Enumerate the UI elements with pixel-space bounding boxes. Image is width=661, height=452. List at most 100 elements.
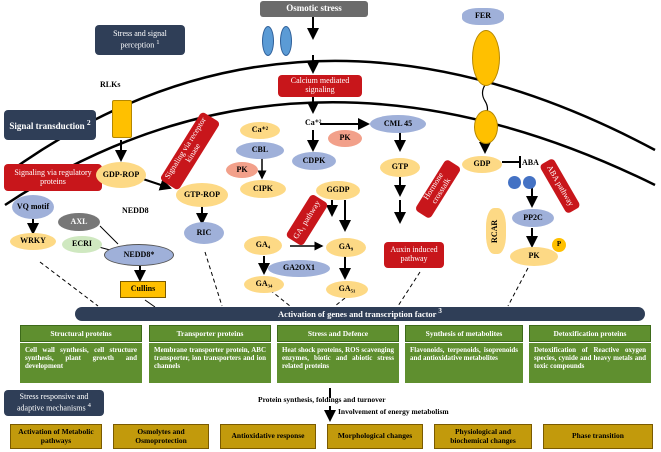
- category-desc-transporter: Membrane transporter protein, ABC transp…: [149, 343, 271, 383]
- ca2-top-text: Ca⁺²: [305, 118, 322, 127]
- osmotic-stress-label: Osmotic stress: [260, 1, 368, 17]
- signal-transduction-sup: 2: [86, 117, 91, 127]
- gdp-rop-node: GDP-ROP: [96, 162, 146, 188]
- phosphate-node: P: [552, 238, 566, 252]
- signal-transduction: Signal transduction 2: [4, 110, 96, 140]
- ga34-text: GA₃₄: [255, 279, 273, 289]
- energy-metabolism-text: Involvement of energy metabolism: [338, 407, 449, 416]
- outcome-osmolytes: Osmolytes and Osmoprotection: [113, 424, 209, 449]
- outcome-text: Physiological and biochemical changes: [450, 427, 516, 445]
- category-title-transporter: Transporter proteins: [149, 325, 271, 342]
- outcome-morphological: Morphological changes: [327, 424, 423, 449]
- nedd8-text: NEDD8*: [123, 249, 155, 259]
- cipk-text: CIPK: [253, 183, 273, 193]
- nedd8-top-text: NEDD8: [122, 206, 149, 215]
- ca2-left-node: Ca⁺²: [240, 122, 280, 139]
- activation-sup: 3: [438, 307, 442, 316]
- category-desc-text: Flavonoids, terpenoids, isoprenoids and …: [410, 346, 518, 363]
- ga4-text: GA₄: [255, 240, 271, 250]
- gdp-right-text: GDP: [473, 159, 491, 169]
- category-title-text: Detoxification proteins: [553, 329, 627, 338]
- outcome-antioxidative: Antioxidative response: [220, 424, 316, 449]
- category-desc-stress-defence: Heat shock proteins, ROS scavenging enzy…: [277, 343, 399, 383]
- aba-label: ABA: [522, 158, 539, 167]
- outcome-phase-transition: Phase transition: [543, 424, 653, 449]
- category-title-text: Stress and Defence: [307, 329, 369, 338]
- auxin-text: Auxin induced pathway: [390, 245, 438, 263]
- cullins-text: Cullins: [130, 284, 156, 294]
- osmotic-stress-text: Osmotic stress: [286, 3, 342, 14]
- category-title-stress-defence: Stress and Defence: [277, 325, 399, 342]
- rlks-label: RLKs: [100, 80, 120, 89]
- ga2ox1-text: GA2OX1: [283, 263, 315, 273]
- protein-synthesis-text: Protein synthesis, foldings and turnover: [258, 395, 386, 404]
- vq-motif-node: VQ motif: [12, 195, 54, 219]
- signal-transduction-text: Signal transduction: [9, 120, 85, 131]
- category-title-detoxification: Detoxification proteins: [529, 325, 651, 342]
- ga2ox1-node: GA2OX1: [268, 260, 330, 277]
- outcome-text: Antioxidative response: [231, 431, 305, 441]
- outcome-text: Osmolytes and Osmoprotection: [135, 427, 187, 445]
- ggdp-text: GGDP: [326, 185, 350, 195]
- rcar-node: RCAR: [486, 208, 506, 254]
- pk-right-text: PK: [528, 251, 540, 261]
- axl-node: AXL: [58, 213, 100, 231]
- category-desc-text: Detoxification of Reactive oxygen specie…: [534, 346, 646, 371]
- outcome-physiological: Physiological and biochemical changes: [434, 424, 532, 449]
- outcome-text: Morphological changes: [337, 431, 413, 441]
- pk-left-node: PK: [226, 162, 258, 178]
- pk-mid-node: PK: [328, 130, 362, 147]
- outcome-text: Phase transition: [572, 431, 624, 441]
- cullins-box: Cullins: [120, 281, 166, 298]
- outcome-metabolic-pathways: Activation of Metabolic pathways: [10, 424, 102, 449]
- fer-node: FER: [462, 8, 504, 25]
- wrky-text: WRKY: [20, 236, 46, 246]
- cdpk-text: CDPK: [302, 155, 326, 165]
- cml45-node: CML 45: [370, 115, 426, 133]
- phosphate-text: P: [556, 240, 562, 249]
- cdpk-node: CDPK: [292, 152, 336, 170]
- category-desc-structural: Cell wall synthesis, cell structure synt…: [20, 343, 142, 383]
- pp2c-text: PP2C: [523, 212, 543, 222]
- category-desc-text: Membrane transporter protein, ABC transp…: [154, 346, 266, 371]
- cipk-node: CIPK: [240, 180, 286, 198]
- ric-node: RIC: [184, 222, 224, 244]
- activation-text: Activation of genes and transcription fa…: [278, 309, 437, 320]
- signaling-regulatory-text: Signaling via regulatory proteins: [14, 167, 92, 186]
- ga4-node: GA₄: [244, 236, 282, 255]
- category-title-text: Synthesis of metabolites: [425, 329, 503, 338]
- category-desc-text: Cell wall synthesis, cell structure synt…: [25, 346, 137, 371]
- adaptive-sup: 4: [87, 401, 91, 409]
- energy-metabolism-label: Involvement of energy metabolism: [338, 407, 449, 416]
- category-title-structural: Structural proteins: [20, 325, 142, 342]
- gdp-right-node: GDP: [462, 156, 502, 173]
- ecr1-text: ECRI: [71, 239, 92, 249]
- rlk-receptor: [112, 100, 132, 138]
- protein-synthesis-label: Protein synthesis, foldings and turnover: [258, 395, 386, 404]
- rcar-text: RCAR: [490, 219, 500, 243]
- outcome-text: Activation of Metabolic pathways: [18, 427, 94, 445]
- cml45-text: CML 45: [383, 118, 413, 128]
- ecr1-node: ECRI: [62, 236, 102, 253]
- wrky-node: WRKY: [10, 233, 56, 250]
- ric-text: RIC: [196, 227, 212, 237]
- activation-genes-bar: Activation of genes and transcription fa…: [75, 307, 645, 321]
- calcium-mediated-signaling: Calcium mediated signaling: [278, 75, 362, 97]
- pk-right-node: PK: [510, 247, 558, 266]
- rlks-text: RLKs: [100, 80, 121, 89]
- ga9-text: GA₉: [338, 242, 354, 252]
- stress-signal-text: Stress and signal perception: [113, 28, 167, 50]
- category-desc-detoxification: Detoxification of Reactive oxygen specie…: [529, 343, 651, 383]
- ga34-node: GA₃₄: [244, 276, 284, 293]
- nedd8-top-label: NEDD8: [122, 206, 149, 215]
- vq-motif-text: VQ motif: [16, 201, 50, 211]
- pk-mid-text: PK: [339, 133, 351, 143]
- gtp-text: GTP: [391, 162, 409, 172]
- ga9-node: GA₉: [326, 238, 366, 257]
- category-desc-text: Heat shock proteins, ROS scavenging enzy…: [282, 346, 394, 371]
- membrane-channel-right: [280, 26, 292, 56]
- calcium-text: Calcium mediated signaling: [290, 76, 350, 94]
- membrane-channel-left: [262, 26, 274, 56]
- fer-receptor-top: [472, 30, 500, 86]
